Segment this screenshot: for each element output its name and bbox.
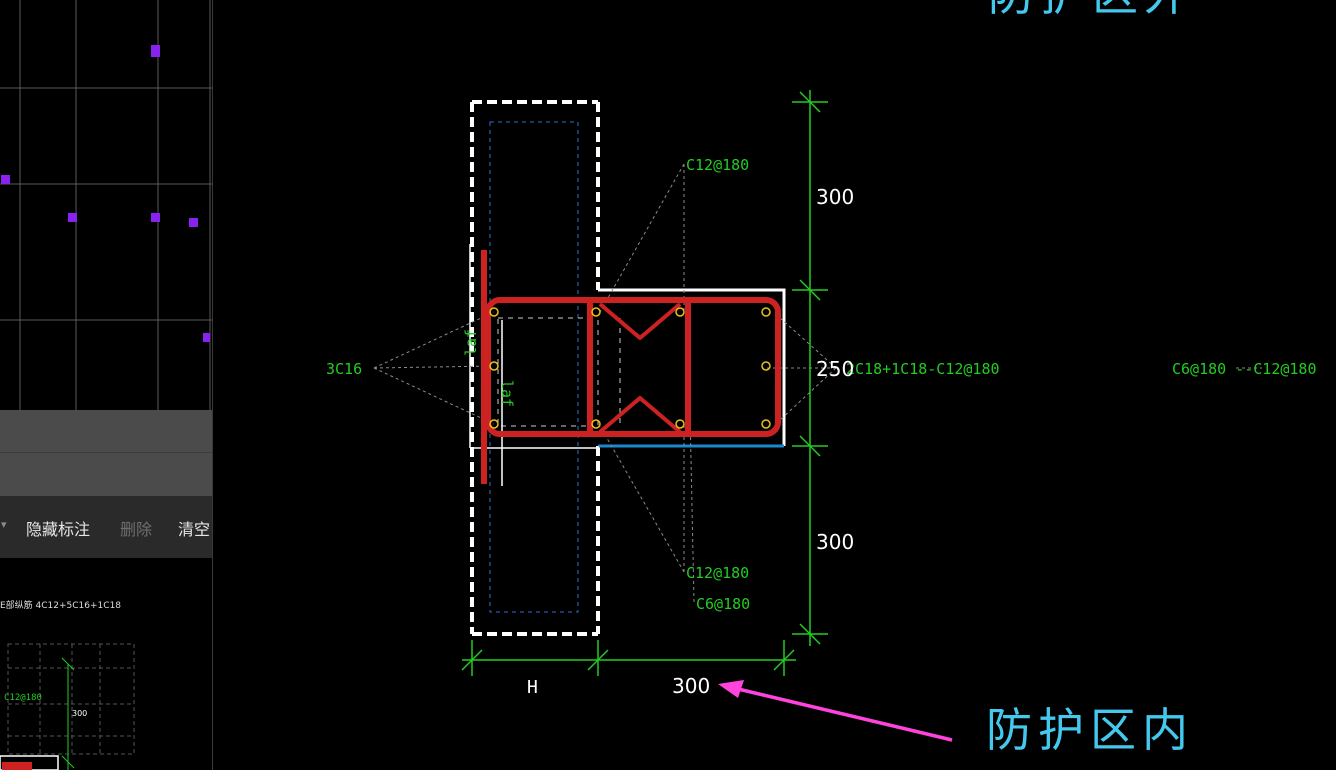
dim-tick <box>587 649 609 671</box>
anchorage-label-1: laf <box>462 329 480 356</box>
bar-node <box>591 419 601 429</box>
preview-spec-label: C12@180 <box>4 693 42 703</box>
dimension-vertical <box>792 90 828 646</box>
rebar-crosstie-top <box>598 302 682 340</box>
grid-nodes <box>1 45 210 342</box>
dim-tick <box>799 91 821 113</box>
leader-line <box>599 425 685 573</box>
cover-lines-white <box>497 317 621 428</box>
grid-node <box>203 333 210 342</box>
rebar-cage <box>481 250 781 484</box>
dim-tick <box>799 279 821 301</box>
dim-tick <box>799 435 821 457</box>
dropdown-arrow-icon[interactable]: ▾ <box>1 518 7 531</box>
preview-selection-frame <box>0 755 59 770</box>
bar-node <box>489 361 499 371</box>
dim-bottom-left: H <box>527 677 538 698</box>
annotation-toolbar: ▾ 隐藏标注 删除 清空 <box>0 496 212 558</box>
leader-line <box>779 317 837 369</box>
leader-line <box>779 367 837 421</box>
cover-line-wall <box>489 121 579 613</box>
grid-node <box>68 213 77 222</box>
grid-view[interactable] <box>0 0 212 410</box>
preview-rebar-label: E部纵筋 4C12+5C16+1C18 <box>0 601 122 611</box>
bottom-tie-label: C6@180 <box>696 595 750 613</box>
top-caption: 防护区外 <box>988 0 1196 21</box>
hide-annotation-button[interactable]: 隐藏标注 <box>26 520 91 539</box>
panel-divider <box>0 452 212 453</box>
bar-node <box>489 307 499 317</box>
preview-rebar-thumb <box>2 762 32 770</box>
bar-node <box>675 307 685 317</box>
left-side-panel: ▾ 隐藏标注 删除 清空 E部纵筋 4C12+5C16+1C18 <box>0 0 213 770</box>
bottom-caption: 防护区内 <box>986 703 1194 757</box>
section-lines <box>469 244 599 486</box>
leader-line <box>373 367 495 425</box>
leader-line <box>599 163 685 313</box>
flange-outline <box>598 288 786 446</box>
pointer-arrow <box>718 680 953 742</box>
dimension-horizontal <box>461 640 796 676</box>
leader-line <box>373 365 495 369</box>
left-rebar-label: 3C16 <box>326 360 362 378</box>
dim-tick <box>773 649 795 671</box>
grid-node <box>1 175 10 184</box>
dim-tick <box>461 649 483 671</box>
bottom-stirrup-label: C12@180 <box>686 564 749 582</box>
bar-node <box>761 361 771 371</box>
grid-node <box>151 213 160 222</box>
leader-line <box>373 311 495 369</box>
grid-node <box>189 218 198 227</box>
dim-tick <box>799 623 821 645</box>
top-stirrup-label: C12@180 <box>686 156 749 174</box>
cover-inner <box>497 317 589 427</box>
preview-dim-tick <box>61 755 75 769</box>
right-rebar-label: 2C18+1C18-C12@180 <box>846 360 1000 378</box>
bar-node <box>489 419 499 429</box>
bar-node <box>591 307 601 317</box>
leader-lines <box>373 163 1262 603</box>
far-right-rebar-label: C6@180 --C12@180 <box>1172 360 1317 378</box>
bar-node <box>761 419 771 429</box>
wall-outline <box>470 100 600 636</box>
anchorage-label-2: laf <box>498 380 516 407</box>
arrow-head-icon <box>718 680 744 698</box>
dim-right-upper: 300 <box>816 185 854 209</box>
preview-drawing: C12@180 300 <box>0 643 135 770</box>
grid-node <box>151 45 160 57</box>
preview-dim-tick <box>61 657 75 671</box>
clear-button[interactable]: 清空 <box>178 520 211 539</box>
arrow-shaft <box>733 686 953 742</box>
bar-nodes <box>489 307 771 429</box>
delete-button[interactable]: 删除 <box>120 520 153 539</box>
dim-right-middle: 250 <box>816 357 854 381</box>
rebar-stirrup-outer <box>485 297 781 437</box>
preview-dim-label: 300 <box>72 709 87 718</box>
panel-header-bar <box>0 410 212 496</box>
dim-right-lower: 300 <box>816 530 854 554</box>
cover-lines <box>489 121 579 613</box>
dim-bottom-right: 300 <box>672 674 710 698</box>
section-preview[interactable]: E部纵筋 4C12+5C16+1C18 C12@180 300 <box>0 558 212 770</box>
bar-node <box>675 419 685 429</box>
bar-node <box>761 307 771 317</box>
rebar-crosstie-bottom <box>598 396 682 434</box>
preview-grid <box>7 643 135 755</box>
